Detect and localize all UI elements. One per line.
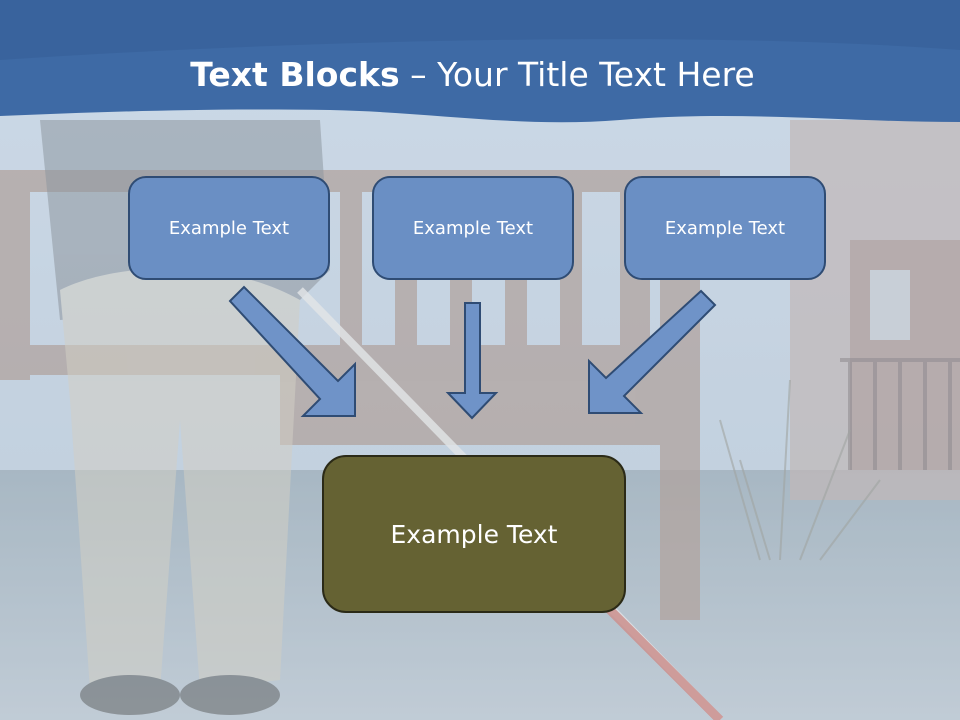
- slide-title: Text Blocks – Your Title Text Here: [0, 54, 945, 96]
- text-block-3-label: Example Text: [664, 217, 786, 239]
- text-block-1-label: Example Text: [168, 217, 290, 239]
- arrow-down-left-icon: [588, 289, 717, 414]
- text-block-1[interactable]: Example Text: [128, 176, 330, 280]
- text-block-3[interactable]: Example Text: [624, 176, 826, 280]
- title-bold: Text Blocks: [190, 55, 400, 94]
- text-block-2[interactable]: Example Text: [372, 176, 574, 280]
- arrow-down-right-icon: [228, 285, 356, 417]
- main-text-block-label: Example Text: [390, 519, 558, 549]
- main-text-block[interactable]: Example Text: [322, 455, 626, 613]
- title-rest: – Your Title Text Here: [399, 55, 755, 94]
- text-block-2-label: Example Text: [412, 217, 534, 239]
- arrow-down-icon: [445, 302, 499, 420]
